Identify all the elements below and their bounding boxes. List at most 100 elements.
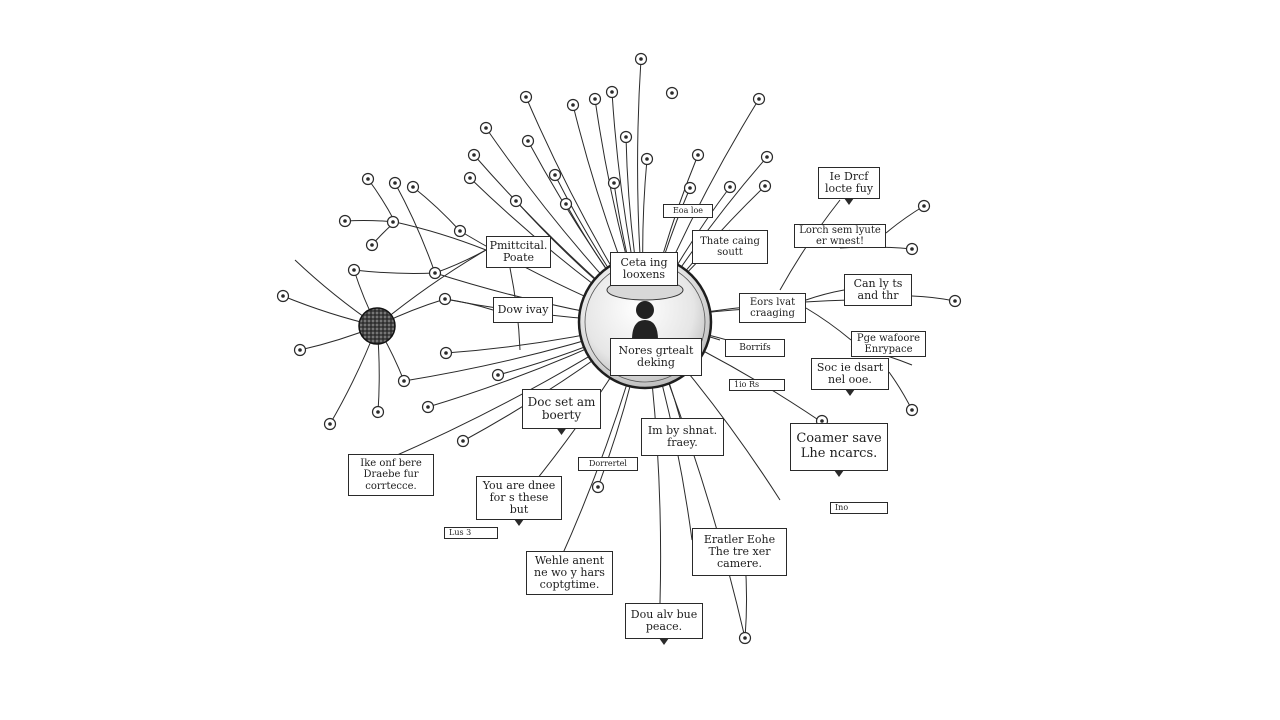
- connector-line: [885, 205, 925, 234]
- label-soc: Soc ie dsart nel ooe.: [811, 358, 889, 396]
- node-dot: [376, 410, 380, 414]
- node-dot: [922, 204, 926, 208]
- node-dot: [281, 294, 285, 298]
- node-dot: [593, 97, 597, 101]
- label-text: 1io Rs: [734, 379, 760, 389]
- node-dot: [458, 229, 462, 233]
- label-text: Soc ie dsart nel ooe.: [816, 360, 884, 386]
- label-dow: Dow ivay: [493, 297, 553, 323]
- label-text: Dorrertel: [589, 458, 627, 468]
- label-text: You are dnee for s these but: [482, 478, 556, 517]
- node-dot: [343, 219, 347, 223]
- connector-line: [376, 249, 487, 327]
- connector-line: [805, 289, 845, 301]
- label-text: Doc set am boerty: [527, 394, 596, 422]
- callout-tail: [844, 198, 854, 205]
- node-dot: [820, 419, 824, 423]
- node-dot: [484, 126, 488, 130]
- node-dot: [426, 405, 430, 409]
- label-lorch: Lorch sem lyute er wnest!: [794, 224, 886, 248]
- node-dot: [596, 485, 600, 489]
- label-we: Wehle anent ne wo y hars coptgtime.: [526, 551, 613, 595]
- connector-line: [805, 307, 852, 341]
- connector-line: [444, 298, 494, 311]
- label-can-ly: Can ly ts and thr: [844, 274, 912, 306]
- node-dot: [393, 181, 397, 185]
- connector-line: [888, 371, 913, 411]
- label-text: Lorch sem lyute er wnest!: [799, 224, 881, 247]
- label-text: Eoa loe: [672, 205, 704, 215]
- node-dot: [612, 181, 616, 185]
- label-borrifs: Borrifs: [725, 339, 785, 357]
- label-eors: Eors lvat craaging: [739, 293, 806, 323]
- label-eratler: Eratler Eohe The tre xer camere.: [692, 528, 787, 576]
- label-text: Im by shnat. fraey.: [647, 423, 718, 449]
- connector-line: [412, 186, 461, 232]
- node-dot: [496, 373, 500, 377]
- callout-tail: [834, 470, 844, 477]
- label-pge: Pge wafoore Enrypace: [851, 331, 926, 357]
- node-dot: [624, 135, 628, 139]
- label-dou-poc: Doc set am boerty: [522, 389, 601, 435]
- node-dot: [443, 297, 447, 301]
- node-dot: [757, 97, 761, 101]
- label-text: Ino: [835, 502, 849, 512]
- callout-tail: [514, 519, 524, 526]
- node-dot: [526, 139, 530, 143]
- node-dot: [472, 153, 476, 157]
- node-dot: [696, 153, 700, 157]
- label-text: Pmittcital. Poate: [489, 238, 548, 264]
- label-text: Lus 3: [449, 527, 472, 537]
- node-dot: [328, 422, 332, 426]
- connector-line: [394, 221, 487, 251]
- node-dot: [645, 157, 649, 161]
- scribble-node-icon: [358, 307, 396, 345]
- label-ike: Ike onf bere Draebe fur corrtecce.: [348, 454, 434, 496]
- label-dou-bue: Dou alv bue peace.: [625, 603, 703, 645]
- connector-line: [911, 295, 956, 302]
- label-text: Can ly ts and thr: [853, 276, 903, 302]
- label-pm: Pmittcital. Poate: [486, 236, 551, 268]
- label-you: You are dnee for s these but: [476, 476, 562, 526]
- node-dot: [571, 103, 575, 107]
- label-tiny-3: Ino: [830, 502, 888, 514]
- node-dot: [553, 173, 557, 177]
- node-dot: [743, 636, 747, 640]
- node-dot: [728, 185, 732, 189]
- node-dot: [953, 299, 957, 303]
- label-text: Eors lvat craaging: [749, 296, 796, 319]
- node-dot: [610, 90, 614, 94]
- label-text: Ceta ing looxens: [620, 255, 668, 281]
- label-text: Ike onf bere Draebe fur corrtecce.: [360, 458, 422, 492]
- label-im: Im by shnat. fraey.: [641, 418, 724, 456]
- label-hub-label: Ceta ing looxens: [610, 252, 678, 286]
- callout-tail: [659, 638, 669, 645]
- small-nodes: [276, 52, 962, 645]
- node-dot: [910, 247, 914, 251]
- node-dot: [910, 408, 914, 412]
- label-text: Nores grtealt deking: [618, 343, 694, 369]
- label-small-top: Eoa loe: [663, 204, 713, 218]
- callout-tail: [556, 428, 567, 435]
- node-dot: [444, 351, 448, 355]
- node-dot: [524, 95, 528, 99]
- callout-tail: [845, 389, 855, 396]
- node-dot: [402, 379, 406, 383]
- label-text: Ie Drcf locte fuy: [824, 169, 874, 195]
- label-dor-small: Dorrertel: [578, 457, 638, 471]
- node-dot: [765, 155, 769, 159]
- label-text: Dou alv bue peace.: [630, 607, 698, 633]
- node-dot: [763, 184, 767, 188]
- person-silhouette-icon: [632, 301, 658, 340]
- label-tiny-1: 1io Rs: [729, 379, 785, 391]
- node-dot: [370, 243, 374, 247]
- connector-line: [394, 182, 436, 274]
- label-text: Coamer save Lhe ncarcs.: [796, 431, 882, 461]
- node-dot: [688, 186, 692, 190]
- node-dot: [670, 91, 674, 95]
- node-dot: [461, 439, 465, 443]
- label-text: Eratler Eohe The tre xer camere.: [703, 532, 776, 571]
- node-dot: [639, 57, 643, 61]
- node-dot: [298, 348, 302, 352]
- connector-line: [353, 269, 436, 274]
